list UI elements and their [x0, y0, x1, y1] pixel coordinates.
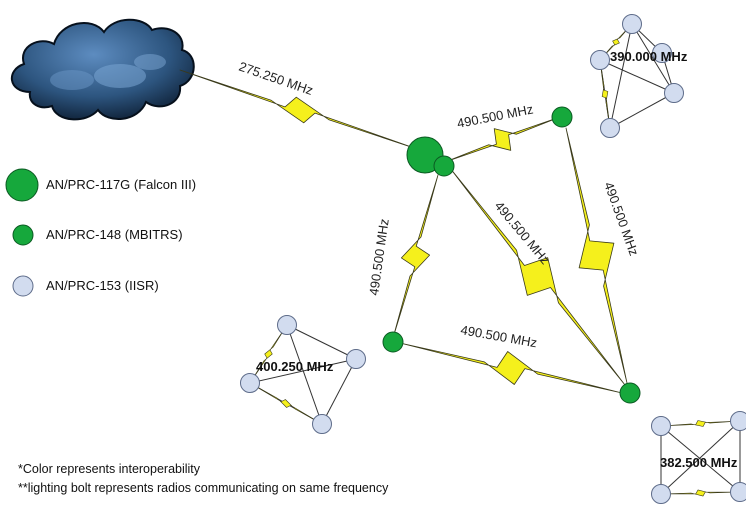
right-bottom-link-bolt: [565, 127, 628, 384]
left-cluster-link: [249, 358, 357, 384]
left-cluster-link: [286, 324, 357, 360]
left-cluster-link-bolt: [249, 324, 288, 384]
bottom-right-cluster-radio-node: [651, 416, 671, 436]
bottom-right-cluster-frequency-label: 382.500 MHz: [660, 455, 738, 470]
left-cluster-link: [286, 324, 323, 425]
bottom-right-cluster-link-bolt: [660, 489, 741, 497]
bottom-right-cluster-link: [660, 425, 741, 493]
mbitrs-radio-node-left: [382, 331, 404, 353]
bottom-right-cluster-radio-node: [730, 482, 746, 502]
cloud-icon: [11, 18, 195, 121]
top-right-cluster-radio-node: [652, 43, 672, 63]
hub-right-frequency-label: 490.500 MHz: [456, 101, 535, 130]
top-right-cluster-link: [609, 23, 633, 129]
legend-falcon-label: AN/PRC-117G (Falcon III): [46, 177, 197, 192]
bottom-right-cluster-radio-node: [651, 484, 671, 504]
top-right-cluster-frequency-label: 390.000 MHz: [610, 49, 688, 64]
top-right-cluster-radio-node: [590, 50, 610, 70]
left-bottom-frequency-label: 490.500 MHz: [459, 322, 538, 350]
top-right-cluster-link-bolt: [599, 59, 611, 129]
top-right-cluster-link: [609, 92, 675, 129]
legend-iisr-marker: [12, 275, 34, 297]
bottom-right-cluster-link-bolt: [660, 420, 741, 427]
mbitrs-radio-node-right: [551, 106, 573, 128]
note-lightning: **lighting bolt represents radios commun…: [18, 481, 389, 495]
top-right-cluster-link: [599, 59, 675, 94]
satcom-frequency-label: 275.250 MHz: [237, 59, 315, 98]
left-cluster-radio-node: [312, 414, 332, 434]
top-right-cluster-radio-node: [600, 118, 620, 138]
legend-mbitrs-marker: [12, 224, 34, 246]
left-cluster-radio-node: [346, 349, 366, 369]
bottom-right-cluster-radio-node: [730, 411, 746, 431]
mbitrs-radio-node-hub: [433, 155, 455, 177]
left-bottom-link-bolt: [399, 342, 623, 394]
left-cluster-radio-node: [277, 315, 297, 335]
left-cluster-radio-node: [240, 373, 260, 393]
note-color: *Color represents interoperability: [18, 462, 201, 476]
left-cluster-frequency-label: 400.250 MHz: [256, 359, 334, 374]
hub-left-frequency-label: 490.500 MHz: [366, 218, 392, 297]
legend-falcon-marker: [5, 168, 39, 202]
top-right-cluster-radio-node: [622, 14, 642, 34]
left-cluster-link-bolt: [249, 382, 323, 425]
legend-iisr-label: AN/PRC-153 (IISR): [46, 278, 159, 293]
left-cluster-link: [321, 358, 357, 425]
legend-mbitrs-label: AN/PRC-148 (MBITRS): [46, 227, 183, 242]
top-right-cluster-link: [631, 23, 675, 94]
hub-bottom-link-bolt: [449, 167, 626, 386]
bottom-right-cluster-link: [660, 420, 741, 495]
hub-left-link-bolt: [392, 174, 439, 339]
mbitrs-radio-node-bottom: [619, 382, 641, 404]
top-right-cluster-radio-node: [664, 83, 684, 103]
